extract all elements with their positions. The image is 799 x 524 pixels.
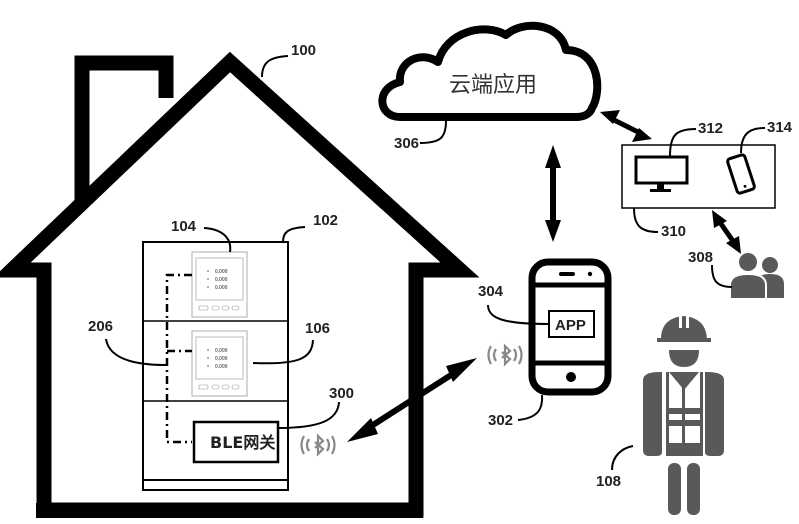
bluetooth-icon <box>487 343 523 367</box>
cloud-label: 云端应用 <box>449 73 537 98</box>
ref-gateway: 300 <box>329 385 354 402</box>
ref-cabinet: 102 <box>313 212 338 229</box>
ref-meter-104: 104 <box>171 218 197 235</box>
ref-bus: 206 <box>88 318 113 335</box>
meter-104-reading-3: 0.000 <box>215 285 228 291</box>
leader-312 <box>669 128 697 157</box>
cloud-icon: 云端应用 <box>378 21 602 121</box>
leader-306 <box>419 120 447 144</box>
leader-102 <box>282 226 306 243</box>
meter-106-reading-3: 0.000 <box>215 364 228 370</box>
chimney <box>74 55 174 205</box>
ref-meter-106: 106 <box>305 320 330 337</box>
mobile-phone-icon <box>726 153 756 195</box>
bus-line <box>165 273 192 444</box>
ble-gateway: BLE网关 <box>192 420 280 464</box>
bluetooth-icon <box>300 433 336 457</box>
leader-308 <box>711 264 733 288</box>
leader-302 <box>517 394 544 421</box>
leader-314 <box>740 127 766 154</box>
meter-106-buttons <box>198 384 240 390</box>
ref-monitor: 312 <box>698 120 723 137</box>
double-arrow-cloud-phone <box>545 145 561 242</box>
worker-icon <box>643 314 724 515</box>
meter-106-reading-1: 0.000 <box>215 348 228 354</box>
meter-106: 0.000 0.000 0.000 <box>191 330 248 397</box>
users-icon <box>729 251 784 300</box>
house <box>0 51 480 518</box>
ref-worker: 108 <box>596 473 621 490</box>
leader-206 <box>105 338 167 366</box>
ref-mobile: 314 <box>767 119 793 136</box>
leader-300 <box>277 401 340 429</box>
smartphone: APP <box>528 258 612 396</box>
client-devices <box>621 144 776 209</box>
leader-304 <box>487 304 550 325</box>
meter-104-reading-2: 0.000 <box>215 277 228 283</box>
double-arrow-cloud-devices <box>600 110 652 142</box>
ref-app: 304 <box>478 283 504 300</box>
app-label: APP <box>555 317 586 334</box>
meter-104: 0.000 0.000 0.000 <box>191 251 248 318</box>
ref-phone: 302 <box>488 412 513 429</box>
leader-108 <box>611 445 634 471</box>
leader-310 <box>633 207 659 233</box>
leader-100 <box>261 55 289 78</box>
double-arrow-devices-users <box>712 210 741 254</box>
gateway-label: BLE网关 <box>210 433 275 452</box>
ref-cloud: 306 <box>394 135 419 152</box>
ref-client-devices: 310 <box>661 223 686 240</box>
double-arrow-ble <box>347 358 477 442</box>
meter-106-reading-2: 0.000 <box>215 356 228 362</box>
ref-users: 308 <box>688 249 713 266</box>
monitor-icon <box>634 155 689 192</box>
leader-104 <box>203 227 232 253</box>
meter-104-buttons <box>198 305 240 311</box>
meter-104-reading-1: 0.000 <box>215 269 228 275</box>
ref-house: 100 <box>291 42 316 59</box>
house-outline <box>0 51 480 518</box>
leader-106 <box>252 339 314 365</box>
